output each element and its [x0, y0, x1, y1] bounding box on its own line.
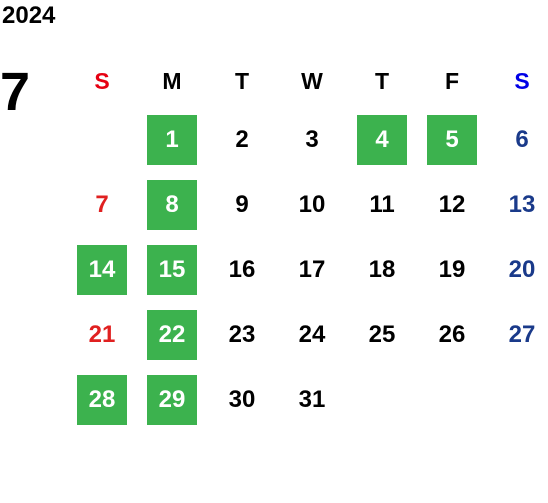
day-number: 9	[235, 190, 249, 218]
day-cell: 22	[137, 302, 207, 367]
weekday-header: F	[444, 67, 460, 94]
highlighted-day: 5	[427, 114, 477, 165]
day-cell: 11	[347, 172, 417, 237]
day-cell	[417, 367, 487, 432]
day-number: 31	[298, 385, 326, 413]
weekday-header: S	[94, 67, 110, 94]
day-number: 7	[95, 190, 109, 218]
day-number: 23	[228, 320, 256, 348]
day-cell	[487, 367, 548, 432]
weekday-header: T	[234, 67, 250, 94]
day-cell: 10	[277, 172, 347, 237]
weekday-header: S	[514, 67, 530, 94]
day-cell: 17	[277, 237, 347, 302]
calendar-year: 2024	[2, 2, 56, 29]
highlighted-day: 28	[77, 374, 127, 425]
day-cell: 27	[487, 302, 548, 367]
highlighted-day: 1	[147, 114, 197, 165]
day-number: 17	[298, 255, 326, 283]
highlighted-day: 15	[147, 244, 197, 295]
day-cell	[67, 107, 137, 172]
day-number: 18	[368, 255, 396, 283]
highlighted-day: 8	[147, 179, 197, 230]
day-cell: 18	[347, 237, 417, 302]
day-number: 10	[298, 190, 326, 218]
day-number: 13	[508, 190, 536, 218]
day-cell: 21	[67, 302, 137, 367]
day-cell: 8	[137, 172, 207, 237]
day-number: 20	[508, 255, 536, 283]
day-number: 27	[508, 320, 536, 348]
day-cell	[347, 367, 417, 432]
day-cell: 26	[417, 302, 487, 367]
day-number: 2	[235, 125, 249, 153]
day-number: 3	[305, 125, 319, 153]
day-number: 25	[368, 320, 396, 348]
day-cell: 7	[67, 172, 137, 237]
day-cell: 6	[487, 107, 548, 172]
day-number: 30	[228, 385, 256, 413]
day-cell: 23	[207, 302, 277, 367]
day-number: 19	[438, 255, 466, 283]
day-number: 21	[88, 320, 116, 348]
day-cell: 2	[207, 107, 277, 172]
day-number: 11	[369, 190, 395, 218]
highlighted-day: 14	[77, 244, 127, 295]
day-cell: 9	[207, 172, 277, 237]
day-cell: 3	[277, 107, 347, 172]
calendar-month: 7	[0, 62, 31, 122]
day-cell: 1	[137, 107, 207, 172]
highlighted-day: 4	[357, 114, 407, 165]
day-cell: 16	[207, 237, 277, 302]
day-number: 6	[515, 125, 529, 153]
day-cell: 14	[67, 237, 137, 302]
day-cell: 24	[277, 302, 347, 367]
weekday-header: W	[301, 67, 323, 94]
day-cell: 29	[137, 367, 207, 432]
day-cell: 5	[417, 107, 487, 172]
day-cell: 28	[67, 367, 137, 432]
day-cell: 4	[347, 107, 417, 172]
highlighted-day: 22	[147, 309, 197, 360]
day-cell: 25	[347, 302, 417, 367]
day-cell: 12	[417, 172, 487, 237]
day-cell: 13	[487, 172, 548, 237]
day-cell: 19	[417, 237, 487, 302]
day-number: 26	[438, 320, 466, 348]
day-cell: 15	[137, 237, 207, 302]
highlighted-day: 29	[147, 374, 197, 425]
weekday-header: M	[162, 67, 182, 94]
day-number: 16	[228, 255, 256, 283]
day-number: 24	[298, 320, 326, 348]
day-cell: 30	[207, 367, 277, 432]
weekday-header: T	[374, 67, 390, 94]
day-cell: 31	[277, 367, 347, 432]
day-cell: 20	[487, 237, 548, 302]
day-number: 12	[438, 190, 466, 218]
